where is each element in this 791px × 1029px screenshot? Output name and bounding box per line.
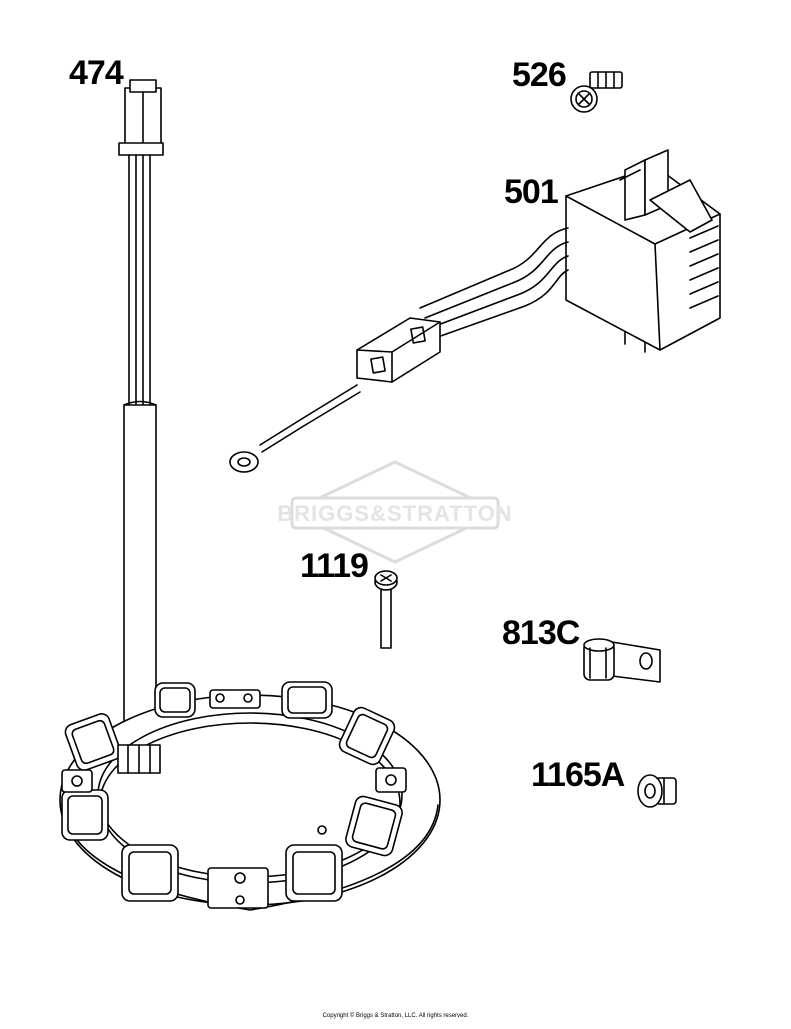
watermark-text: BRIGGS&STRATTON <box>277 501 512 526</box>
part-813c-clamp[interactable] <box>583 638 661 683</box>
copyright-notice: Copyright © Briggs & Stratton, LLC. All … <box>322 1013 469 1019</box>
stator-coils <box>61 681 403 902</box>
callout-526[interactable]: 526 <box>512 56 567 94</box>
callout-1119[interactable]: 1119 <box>300 547 369 585</box>
part-526-screw[interactable] <box>570 71 623 113</box>
callout-1165a[interactable]: 1165A <box>531 756 625 794</box>
part-501-regulator-rectifier[interactable] <box>229 149 721 473</box>
callout-813c[interactable]: 813C <box>502 614 580 652</box>
part-1119-screw[interactable] <box>374 570 398 649</box>
part-474-stator[interactable] <box>59 79 441 911</box>
part-1165a-nut[interactable] <box>637 774 677 808</box>
callout-474[interactable]: 474 <box>69 54 124 92</box>
stator-mount-tabs <box>61 689 407 909</box>
heatsink-fins <box>689 225 719 309</box>
briggs-stratton-logo-watermark: BRIGGS&STRATTON <box>277 460 512 564</box>
callout-501[interactable]: 501 <box>504 173 559 211</box>
